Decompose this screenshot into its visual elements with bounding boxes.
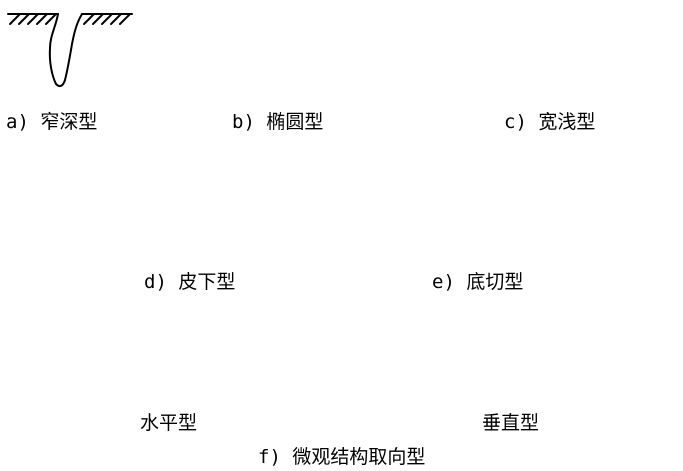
caption-wide-shallow: c) 宽浅型 <box>504 111 596 133</box>
caption-subsurface: d) 皮下型 <box>144 271 236 293</box>
caption-vertical: 垂直型 <box>482 412 540 434</box>
caption-microstructure: f) 微观结构取向型 <box>258 446 426 468</box>
caption-horizontal: 水平型 <box>140 412 198 434</box>
caption-narrow-deep: a) 窄深型 <box>6 111 98 133</box>
pit-narrow-deep <box>7 13 133 88</box>
caption-elliptical: b) 椭圆型 <box>232 111 324 133</box>
caption-undercut: e) 底切型 <box>432 271 524 293</box>
